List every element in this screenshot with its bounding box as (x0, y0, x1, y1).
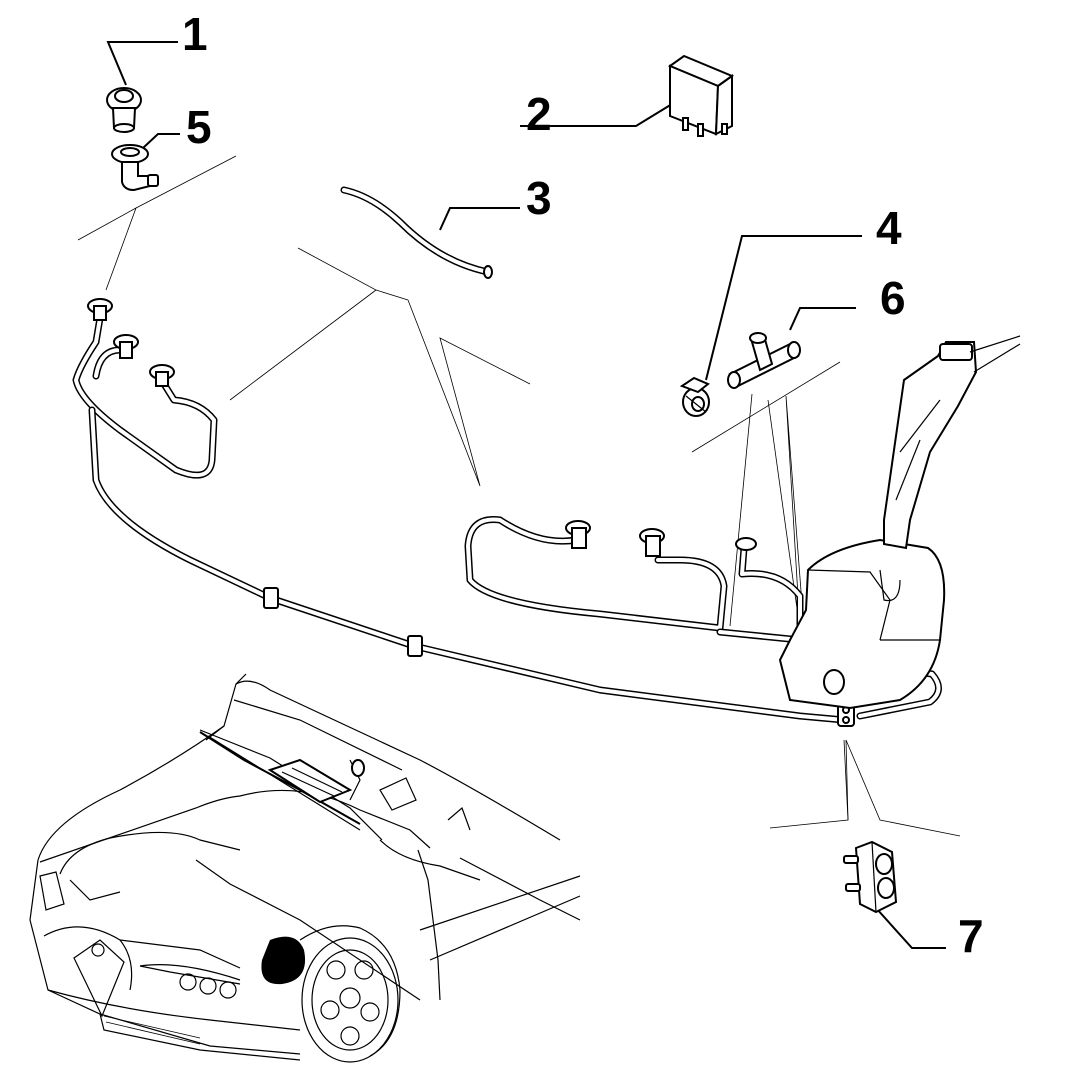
washer-fluid-reservoir (778, 335, 1021, 710)
leader-lines (106, 41, 946, 949)
part-2-relay (667, 54, 735, 137)
callout-3: 3 (526, 172, 552, 224)
part-7-double-connector (843, 840, 898, 914)
part-4-hose-clamp (679, 376, 710, 417)
part-3-hose (340, 186, 493, 279)
car-wiper-and-cowl (199, 731, 471, 831)
callout-7: 7 (958, 910, 984, 962)
part-5-elbow-jet (111, 144, 159, 192)
headlamp-washer-left-assembly (72, 298, 218, 479)
callout-2: 2 (526, 88, 552, 140)
car-front-wheel (301, 937, 399, 1063)
car-reservoir-location-marker (261, 936, 306, 985)
main-feed-hose (88, 406, 942, 727)
part-6-t-connector (727, 332, 801, 389)
callout-5: 5 (186, 101, 212, 153)
callout-6: 6 (880, 272, 906, 324)
exploded-view-guide-lines (77, 155, 961, 837)
callout-4: 4 (876, 202, 902, 254)
callout-1: 1 (182, 8, 208, 60)
headlamp-washer-right-assembly (464, 516, 804, 634)
car-front-outline (29, 673, 581, 1061)
car-headlamps-and-grille (39, 871, 241, 1045)
part-1-washer-jet (106, 87, 142, 133)
